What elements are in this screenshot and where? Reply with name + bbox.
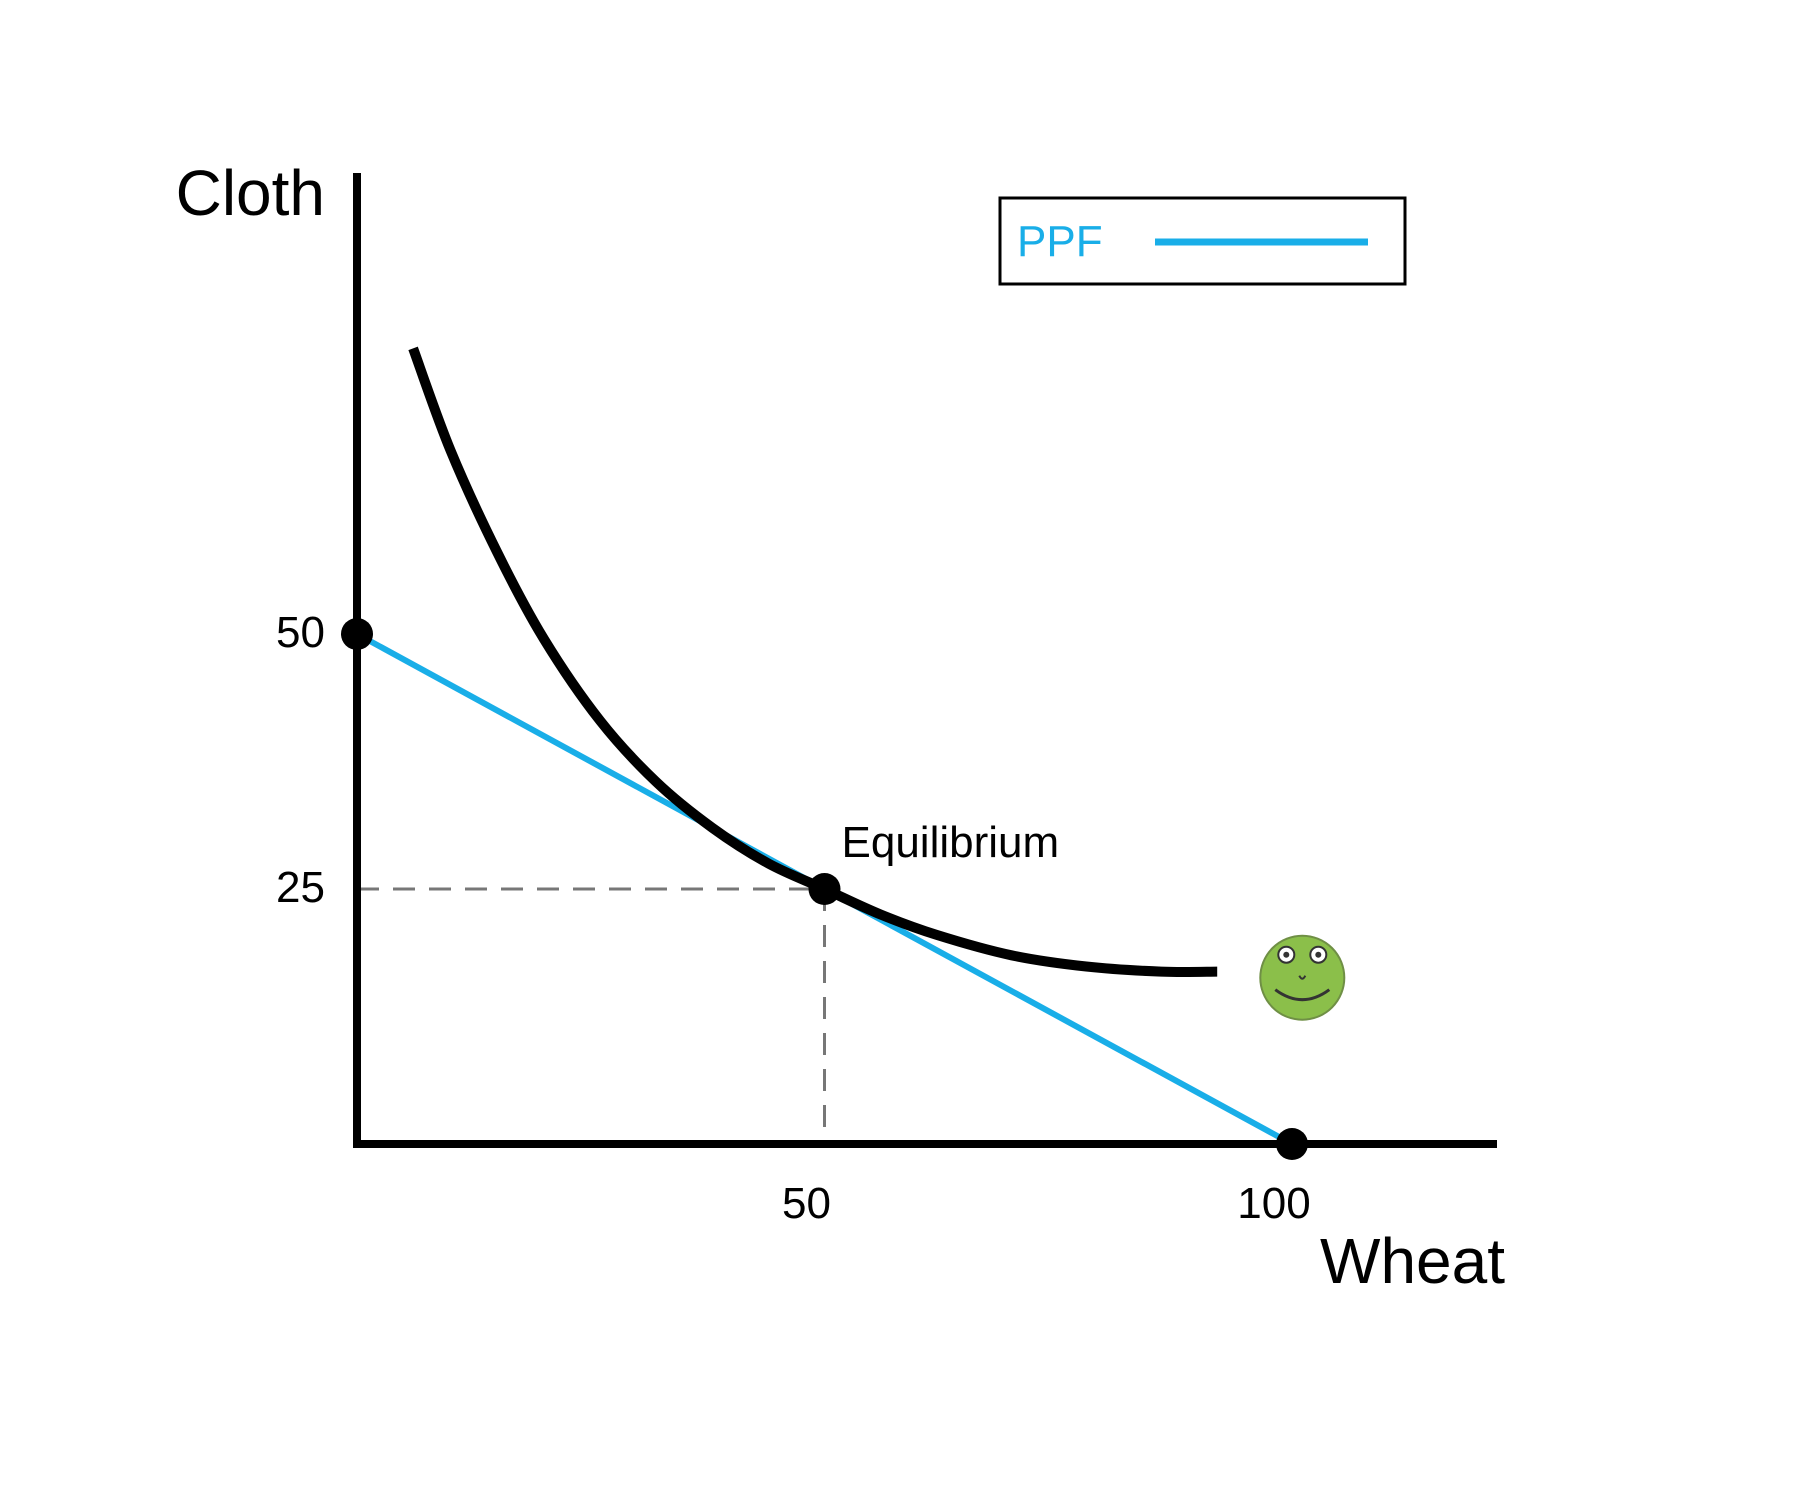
reference-lines xyxy=(357,887,826,1144)
smiley-face-icon xyxy=(1259,934,1346,1021)
series-layer xyxy=(355,346,1294,1147)
y-axis-title: Cloth xyxy=(176,157,325,229)
highlight-point xyxy=(808,873,841,905)
highlight-point xyxy=(1276,1128,1308,1160)
smiley-mouth xyxy=(1274,988,1331,1002)
x-tick-label: 100 xyxy=(1237,1179,1310,1228)
smiley-nose xyxy=(1298,975,1307,980)
legend: PPF xyxy=(998,196,1407,286)
points-layer xyxy=(341,618,1308,1160)
y-tick-label: 25 xyxy=(276,863,325,912)
smiley-pupil xyxy=(1283,951,1290,958)
ticks-layer: 50 100 25 50 xyxy=(276,608,1311,1228)
indifference-curve xyxy=(408,346,1218,977)
x-tick-label: 50 xyxy=(782,1179,831,1228)
equilibrium-label: Equilibrium xyxy=(842,818,1060,867)
legend-label-ppf: PPF xyxy=(1017,217,1103,266)
x-axis-title: Wheat xyxy=(1320,1225,1505,1297)
y-tick-label: 50 xyxy=(276,608,325,657)
smiley-pupil xyxy=(1315,951,1322,958)
highlight-point xyxy=(341,618,373,650)
